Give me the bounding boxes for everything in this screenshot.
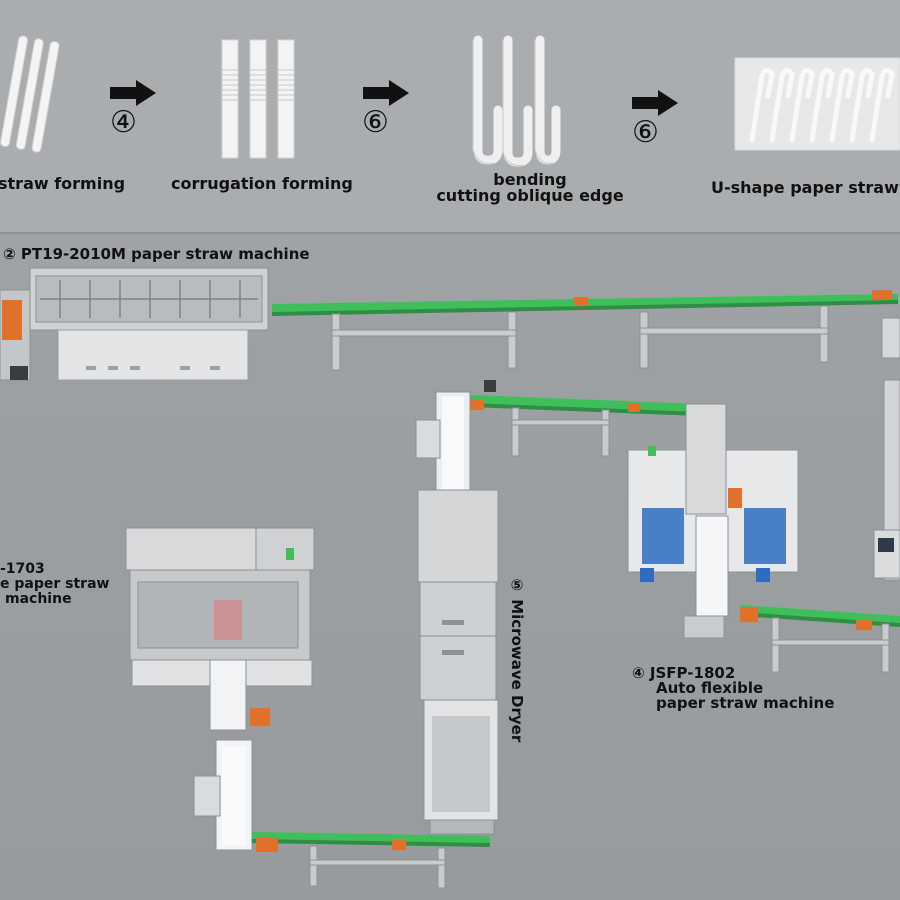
jsfp-machine-label: ④ JSFP-1802 Auto flexible paper straw ma… — [632, 666, 834, 711]
step-bending-label: bending cutting oblique edge — [428, 172, 632, 204]
arrow-number-2: ⑥ — [362, 105, 389, 140]
step-u-shape-label: U-shape paper straw — [711, 178, 899, 197]
right-edge-machine — [873, 379, 900, 581]
bottom-vertical-conveyor — [193, 739, 253, 851]
dryer-feed-conveyor — [415, 380, 496, 497]
pt19-machine-graphic — [0, 267, 269, 381]
arrow-number-1: ④ — [110, 105, 137, 140]
pt19-machine-label: ② PT19-2010M paper straw machine — [3, 245, 310, 263]
corrugated-straws-image — [221, 39, 295, 159]
bottom-conveyor — [252, 832, 490, 889]
jsfp-machine-graphic — [627, 403, 799, 639]
right-conveyor — [740, 605, 900, 673]
jsfp-line1: ④ JSFP-1802 — [632, 664, 736, 682]
step-bending-line2: cutting oblique edge — [436, 186, 624, 205]
bent-straws-image — [473, 35, 561, 167]
arrow-1 — [110, 80, 156, 106]
arrow-3 — [632, 90, 678, 116]
jsfp-line3: paper straw machine — [656, 694, 835, 712]
microwave-dryer-label: ⑤ Microwave Dryer — [508, 576, 526, 743]
m1703-line3: machine — [5, 591, 72, 607]
step-bending-line1: bending — [493, 170, 567, 189]
u-shape-straws-image — [734, 57, 900, 151]
m1703-line2: e paper straw — [0, 576, 110, 592]
arrow-2 — [363, 80, 409, 106]
incline-conveyor — [470, 395, 700, 457]
jsfp-line2: Auto flexible — [656, 679, 764, 697]
top-conveyor — [272, 290, 900, 371]
arrow-number-3: ⑥ — [632, 115, 659, 150]
microwave-dryer-graphic — [417, 489, 499, 835]
m1703-machine-label: -1703 e paper straw machine — [0, 562, 109, 607]
m1703-machine-graphic — [125, 527, 315, 731]
straight-straws-image — [0, 35, 60, 153]
band-divider — [0, 232, 900, 234]
step-corrugation-label: corrugation forming — [171, 174, 353, 193]
step-straw-forming-label: straw forming — [0, 174, 126, 193]
m1703-line1: -1703 — [0, 561, 45, 577]
